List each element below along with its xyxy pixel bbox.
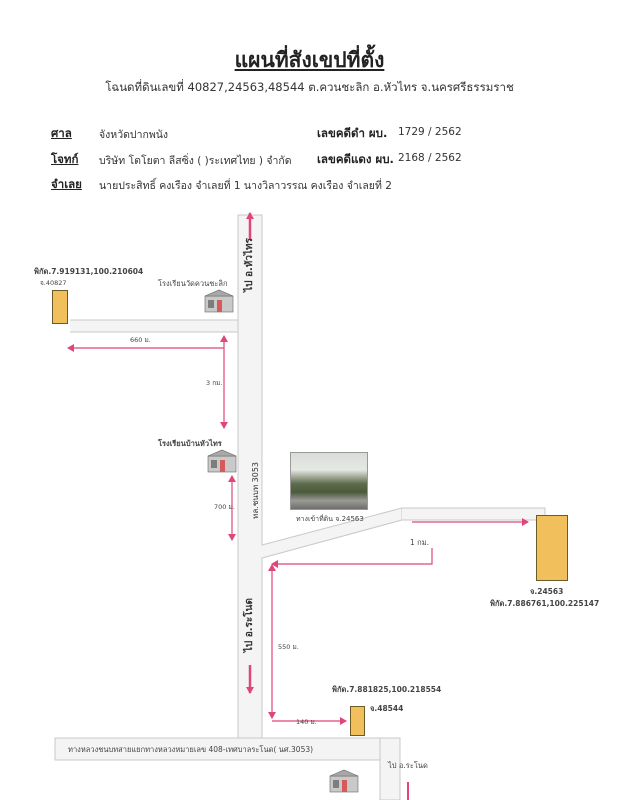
school1-label: โรงเรียนวัดควนชะลิก <box>158 279 228 288</box>
road-south-label: ไป อ.ระโนด <box>244 598 255 653</box>
red-case-label: เลขคดีแดง ผบ. <box>317 152 394 166</box>
school-building-icon-3 <box>329 769 359 793</box>
distance-3km: 3 กม. <box>206 379 223 387</box>
road-north-label: ไป อ.หัวไทร <box>244 238 255 292</box>
plot1-coordinate: พิกัด.7.919131,100.210604 <box>34 267 144 276</box>
plot3-coordinate: พิกัด.7.881825,100.218554 <box>332 685 442 694</box>
plot3-label: จ.48544 <box>370 704 404 713</box>
map-subtitle: โฉนดที่ดินเลขที่ 40827,24563,48544 ต.ควน… <box>105 80 514 94</box>
plaintiff-label: โจทก์ <box>51 152 79 166</box>
red-case-value: 2168 / 2562 <box>398 152 462 164</box>
leg-1km <box>271 548 433 568</box>
plot1-label: จ.40827 <box>40 279 67 287</box>
plot2-label: จ.24563 <box>530 587 564 596</box>
map-title: แผนที่สังเขปที่ตั้ง <box>234 48 385 72</box>
defendant-label: จำเลย <box>51 177 82 191</box>
plaintiff-value: บริษัท โตโยตา ลีสซิ่ง ( )ระเทศไทย ) จำกั… <box>99 155 292 167</box>
black-case-value: 1729 / 2562 <box>398 126 462 138</box>
distance-660m: 660 ม. <box>130 336 151 344</box>
bottom-road-label: ทางหลวงชนบทสายแยกทางหลวงหมายเลข 408-เทศบ… <box>68 745 314 754</box>
school-building-icon-2 <box>207 449 237 473</box>
school-building-icon-1 <box>204 289 234 313</box>
photo-caption: ทางเข้าที่ดิน จ.24563 <box>296 515 364 523</box>
black-case-label: เลขคดีดำ ผบ. <box>317 126 388 140</box>
west-branch-road <box>70 319 239 333</box>
distance-550m: 550 ม. <box>278 643 299 651</box>
plot2-coordinate: พิกัด.7.886761,100.225147 <box>490 599 600 608</box>
bottom-right-road <box>379 737 401 800</box>
east-branch-road <box>402 507 546 521</box>
court-label: ศาล <box>51 126 72 140</box>
bottom-right-label: ไป อ.ระโนด <box>388 761 428 770</box>
school2-label: โรงเรียนบ้านหัวไทร <box>158 439 222 448</box>
distance-1km: 1 กม. <box>410 538 430 547</box>
plot3-parcel <box>350 706 365 736</box>
distance-140m: 140 ม. <box>296 718 317 726</box>
road-number-label: ทล.ชนบท 3053 <box>251 462 260 519</box>
distance-700m: 700 ม. <box>214 503 235 511</box>
plot2-parcel <box>536 515 568 581</box>
entrance-photo <box>290 452 368 510</box>
court-value: จังหวัดปากพนัง <box>99 129 169 141</box>
defendant-value: นายประสิทธิ์ คงเรือง จำเลยที่ 1 นางวิลาว… <box>99 180 392 192</box>
plot1-parcel <box>52 290 68 324</box>
